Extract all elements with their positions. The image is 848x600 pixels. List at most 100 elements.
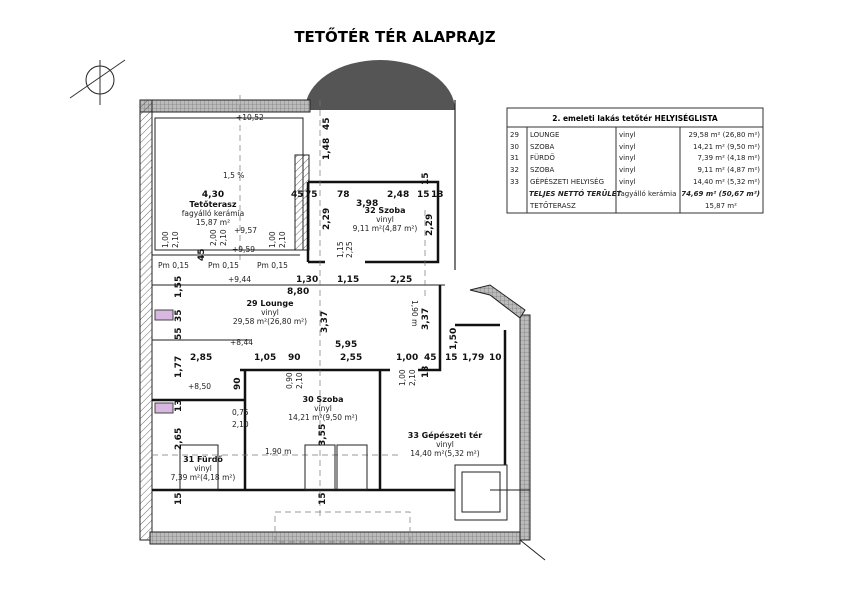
label: 33 Gépészeti tér xyxy=(408,430,483,440)
label: 8,80 xyxy=(287,287,309,297)
label: 14,21 m²(9,50 m²) xyxy=(288,413,357,422)
label: 2,65 xyxy=(174,428,184,450)
label: 1,30 xyxy=(296,275,318,285)
label: 2,85 xyxy=(190,353,212,363)
label: 1,15 xyxy=(337,275,359,285)
label: 15 xyxy=(417,190,430,200)
room-33: 33 Gépészeti tér vinyl 14,40 m²(5,32 m²) xyxy=(408,430,483,458)
label: 29,58 m² (26,80 m²) xyxy=(689,131,761,139)
label: 2,10 xyxy=(219,229,228,246)
slope-label: 1,5 % xyxy=(223,171,244,180)
table-row: 31 FÜRDŐ vinyl 7,39 m² (4,18 m²) xyxy=(510,153,760,162)
label: 15 xyxy=(445,353,458,363)
label: 1,15 xyxy=(336,241,345,258)
label: 1,00 xyxy=(396,353,418,363)
label: 5,95 xyxy=(335,340,357,350)
horizontal-dimensions: 4,30 45 75 78 2,48 15 13 3,98 1,30 1,15 … xyxy=(190,190,502,429)
label: Pm 0,15 xyxy=(208,261,239,270)
label: 1,55 xyxy=(174,276,184,298)
label: 1,90 m xyxy=(410,300,419,326)
label: 14,21 m² (9,50 m²) xyxy=(693,143,760,151)
label: 15 xyxy=(421,172,431,185)
room-30: 30 Szoba vinyl 14,21 m²(9,50 m²) xyxy=(288,395,357,422)
label: fagyálló kerámia xyxy=(182,209,245,218)
room-29: 29 Lounge vinyl 29,58 m²(26,80 m²) xyxy=(233,299,307,326)
label: 10 xyxy=(489,353,502,363)
label: 4,30 xyxy=(202,190,224,200)
label: 1,00 xyxy=(161,231,170,248)
label: 9,11 m²(4,87 m²) xyxy=(353,224,418,233)
label: 2,29 xyxy=(425,214,435,236)
label: 1,00 xyxy=(398,369,407,386)
label: +9,44 xyxy=(228,275,251,284)
interior-walls xyxy=(152,100,530,543)
label: SZOBA xyxy=(530,166,555,174)
label: 2,25 xyxy=(345,241,354,258)
label: 78 xyxy=(337,190,350,200)
label: 14,40 m² (5,32 m²) xyxy=(693,178,760,186)
label: 15,87 m² xyxy=(705,202,737,210)
label: vinyl xyxy=(619,178,636,186)
label: 31 xyxy=(510,154,519,162)
room-list-table: 2. emeleti lakás tetőtér HELYISÉGLISTA 2… xyxy=(506,107,764,214)
label: 13 xyxy=(421,365,431,378)
label: Pm 0,15 xyxy=(158,261,189,270)
label: 1,79 xyxy=(462,353,484,363)
label: 29 xyxy=(510,131,519,139)
page-title: TETŐTÉR TÉR ALAPRAJZ xyxy=(294,26,495,46)
room-31: 31 Fürdő vinyl 7,39 m²(4,18 m²) xyxy=(171,455,236,482)
label: FÜRDŐ xyxy=(530,153,555,162)
label: 30 xyxy=(510,143,519,151)
label: 75 xyxy=(305,190,318,200)
label: 2,55 xyxy=(340,353,362,363)
label: 7,39 m² (4,18 m²) xyxy=(697,154,760,162)
label: vinyl xyxy=(314,404,332,413)
label: vinyl xyxy=(619,154,636,162)
label: 9,11 m² (4,87 m²) xyxy=(697,166,760,174)
label: +8,44 xyxy=(230,338,253,347)
label: 2,10 xyxy=(278,231,287,248)
label: 30 Szoba xyxy=(303,395,344,404)
label: Tetőterasz xyxy=(189,200,236,209)
label: 3,98 xyxy=(356,199,378,209)
label: 1,48 xyxy=(322,138,332,160)
label: 33 xyxy=(510,178,519,186)
label: 1,05 xyxy=(254,353,276,363)
label: 15 xyxy=(174,492,184,505)
label: 2,00 xyxy=(209,229,218,246)
label: vinyl xyxy=(619,166,636,174)
label: 45 xyxy=(424,353,437,363)
label: TETŐTERASZ xyxy=(529,201,576,210)
label: 2,29 xyxy=(322,208,332,230)
label: 31 Fürdő xyxy=(183,455,223,464)
label: 2,10 xyxy=(408,369,417,386)
label: 90 xyxy=(233,377,243,390)
table-row: 33 GÉPÉSZETI HELYISÉG vinyl 14,40 m² (5,32 … xyxy=(510,177,760,186)
label: 2,10 xyxy=(171,231,180,248)
label: 32 Szoba xyxy=(365,206,406,215)
label: 1,90 m xyxy=(265,447,291,456)
label: 13 xyxy=(431,190,444,200)
label: 1,77 xyxy=(174,356,184,378)
label: 55 xyxy=(174,327,184,340)
label: vinyl xyxy=(376,215,394,224)
label: 3,37 xyxy=(320,311,330,333)
label: 90 xyxy=(288,353,301,363)
label: vinyl xyxy=(194,464,212,473)
label: 3,55 xyxy=(318,424,328,446)
label: 0,90 xyxy=(285,372,294,389)
label: 1,00 xyxy=(268,231,277,248)
label: 3,37 xyxy=(421,308,431,330)
label: 2,48 xyxy=(387,190,409,200)
label: 45 xyxy=(291,190,304,200)
label: 14,40 m²(5,32 m²) xyxy=(410,449,479,458)
table-title: 2. emeleti lakás tetőtér HELYISÉGLISTA xyxy=(552,114,718,123)
room-terrace: Tetőterasz fagyálló kerámia 15,87 m² xyxy=(182,200,245,227)
label: vinyl xyxy=(619,143,636,151)
label: +9,57 xyxy=(234,226,257,235)
label: GÉPÉSZETI HELYISÉG xyxy=(530,177,604,186)
